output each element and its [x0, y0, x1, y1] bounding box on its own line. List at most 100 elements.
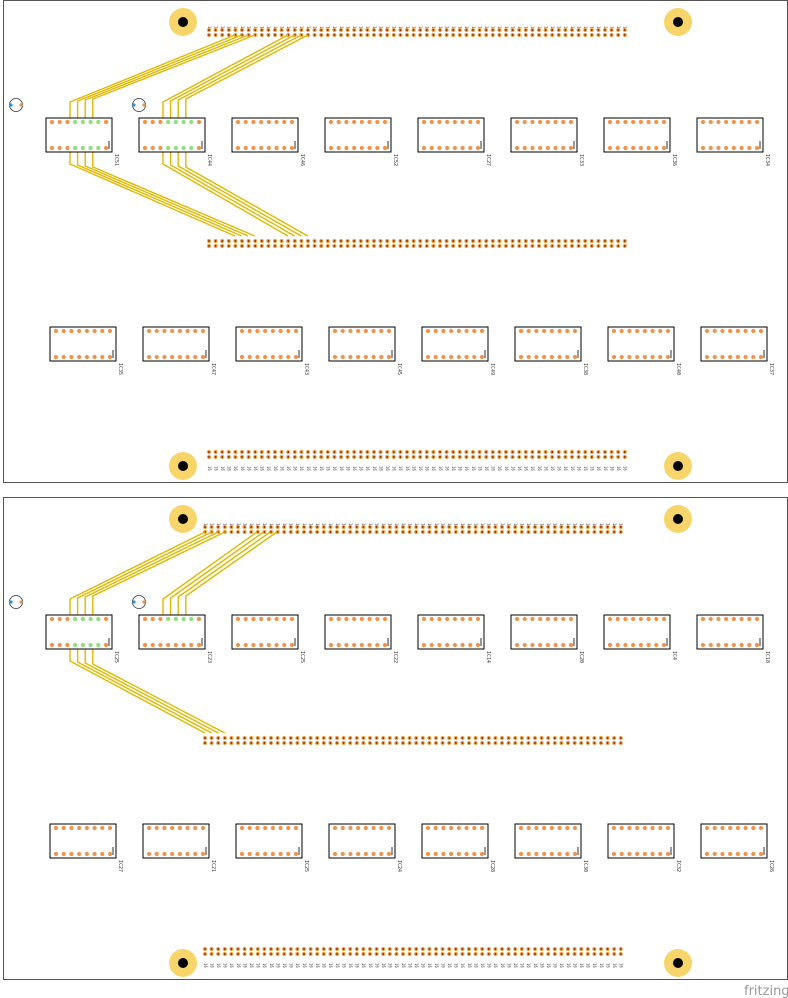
- ic-row1-7[interactable]: IC4: [603, 614, 677, 660]
- header-pin-hole: [309, 953, 312, 955]
- header-pin-hole: [604, 34, 606, 36]
- ic-row1-1[interactable]: IC25: [45, 614, 119, 663]
- ic-row1-4[interactable]: IC22: [324, 614, 398, 663]
- header-middle[interactable]: [206, 238, 627, 249]
- header-pin-hole: [435, 531, 437, 533]
- ic-row2-8[interactable]: IC37: [700, 326, 774, 375]
- ic-row2-3[interactable]: IC43: [235, 326, 309, 375]
- header-pin-hole: [386, 456, 389, 458]
- ic-row2-1[interactable]: IC35: [49, 326, 123, 375]
- ic-label: IC27: [485, 154, 491, 166]
- header-pin-hole: [468, 948, 470, 950]
- header-pin-hole: [260, 245, 263, 247]
- header-pin-hole: [303, 737, 305, 739]
- header-pin-hole: [307, 240, 309, 242]
- header-pin-hole: [322, 531, 325, 533]
- header-pin-hole: [329, 531, 332, 533]
- header-pin-label: 1: [394, 523, 399, 526]
- ic-pin: [421, 642, 427, 648]
- header-pin-hole: [511, 451, 514, 453]
- header-pin-hole: [619, 526, 622, 528]
- header-pin-hole: [326, 451, 329, 453]
- ic-row2-2[interactable]: IC21: [142, 823, 216, 872]
- header-pin-hole: [441, 737, 444, 739]
- header-pin-label: 1: [477, 26, 482, 29]
- ic-row2-3[interactable]: IC25: [235, 823, 309, 872]
- copper-trace: [185, 34, 309, 122]
- ic-row2-6[interactable]: IC30: [514, 823, 588, 872]
- ic-row1-5[interactable]: IC27: [417, 117, 491, 166]
- header-pin-hole: [597, 456, 600, 458]
- fiducial-marker-left: [9, 595, 23, 609]
- ic-row1-7[interactable]: IC36: [603, 117, 677, 166]
- ic-row1-4[interactable]: IC52: [324, 117, 398, 166]
- ic-pin: [553, 616, 558, 622]
- ic-row2-4[interactable]: IC24: [328, 823, 402, 872]
- ic-row1-8[interactable]: IC34: [696, 117, 770, 166]
- header-pin-hole: [577, 456, 580, 458]
- header-pin-label: 1: [425, 26, 430, 29]
- header-pin-hole: [421, 742, 424, 744]
- header-pin-hole: [263, 531, 266, 533]
- ic-row2-5[interactable]: IC28: [421, 823, 495, 872]
- header-pin-hole: [600, 531, 602, 533]
- header-pin-hole: [283, 742, 286, 744]
- header-pin-hole: [487, 737, 490, 739]
- fiducial-dot: [132, 103, 136, 107]
- ic-pin: [449, 851, 454, 857]
- header-pin-hole: [340, 34, 342, 36]
- header-pin-hole: [564, 29, 567, 31]
- ic-pin: [739, 616, 744, 622]
- ic-row2-2[interactable]: IC47: [142, 326, 216, 375]
- header-pin-hole: [593, 526, 596, 528]
- ic-row1-5[interactable]: IC14: [417, 614, 491, 663]
- ic-row1-3[interactable]: IC46: [231, 117, 305, 166]
- ic-row1-2[interactable]: IC23: [138, 614, 212, 663]
- header-pin-hole: [564, 240, 567, 242]
- ic-row1-6[interactable]: IC33: [510, 117, 584, 166]
- header-pin-hole: [392, 451, 395, 453]
- header-pin-hole: [571, 34, 573, 36]
- header-pin-hole: [604, 451, 606, 453]
- ic-row1-8[interactable]: IC18: [696, 614, 770, 663]
- header-pin-label: 16: [477, 466, 482, 471]
- copper-trace: [169, 531, 265, 619]
- header-pin-label: 16: [273, 466, 278, 471]
- ic-pin: [724, 642, 729, 648]
- header-pin-hole: [322, 953, 325, 955]
- ic-row2-6[interactable]: IC38: [514, 326, 588, 375]
- copper-trace: [162, 531, 258, 619]
- ic-row2-1[interactable]: IC27: [49, 823, 123, 872]
- ic-row2-7[interactable]: IC40: [607, 326, 681, 375]
- header-pin-hole: [270, 526, 272, 528]
- header-pin-label: 16: [418, 466, 423, 471]
- ic-row2-4[interactable]: IC45: [328, 326, 402, 375]
- header-pin-hole: [461, 742, 464, 744]
- ic-pin: [379, 328, 384, 334]
- ic-row2-7[interactable]: IC32: [607, 823, 681, 872]
- header-pin-hole: [221, 29, 224, 31]
- ic-row1-3[interactable]: IC25: [231, 614, 305, 663]
- header-pin-label: 16: [220, 466, 225, 471]
- ic-pin: [367, 119, 372, 125]
- header-pin-hole: [544, 245, 547, 247]
- ic-row1-6[interactable]: IC20: [510, 614, 584, 663]
- ic-row2-8[interactable]: IC26: [700, 823, 774, 872]
- header-pin-label: 16: [242, 963, 247, 968]
- ic-row1-1[interactable]: IC51: [45, 117, 119, 166]
- ic-row2-5[interactable]: IC49: [421, 326, 495, 375]
- header-pin-label: 16: [249, 963, 254, 968]
- header-pin-hole: [564, 34, 567, 36]
- header-pin-label: 16: [603, 466, 608, 471]
- header-pin-label: 16: [302, 963, 307, 968]
- ic-row1-2[interactable]: IC44: [138, 117, 212, 166]
- header-middle[interactable]: [202, 735, 623, 746]
- ic-pin: [371, 354, 376, 360]
- header-pin-hole: [600, 526, 602, 528]
- ic-pin: [158, 616, 163, 622]
- header-pin-label: 1: [414, 523, 419, 526]
